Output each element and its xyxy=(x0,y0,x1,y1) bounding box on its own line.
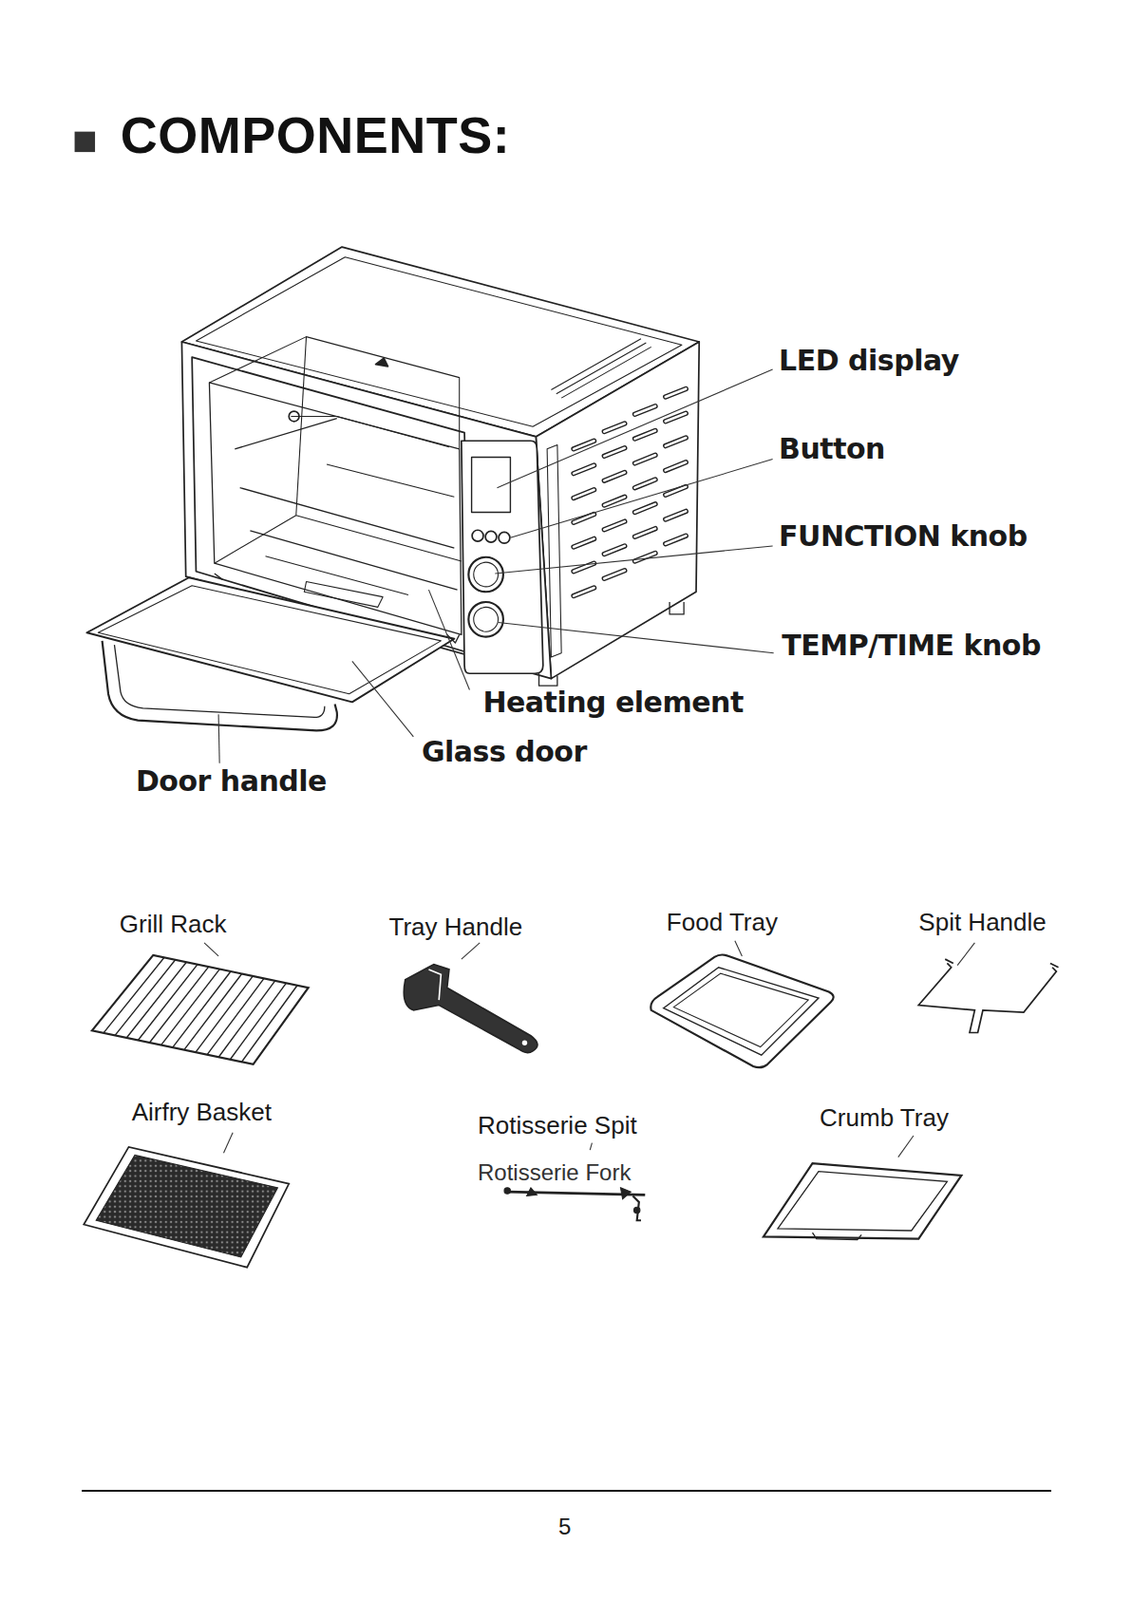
vent-slot xyxy=(665,437,686,447)
vent-slot xyxy=(665,388,686,397)
vent-slot xyxy=(573,538,594,548)
vent-slot xyxy=(635,504,656,513)
rack-wire xyxy=(229,982,286,1059)
vent-slot xyxy=(635,430,656,439)
rack-wire xyxy=(137,964,198,1041)
callout-label: Button xyxy=(778,433,886,467)
vent-slot xyxy=(603,521,624,530)
vent-slot xyxy=(573,538,594,548)
vent-slot xyxy=(635,479,656,489)
vent-slot xyxy=(603,496,624,506)
part-label: Spit Handle xyxy=(918,908,1046,938)
vent-slot xyxy=(603,423,624,433)
vent-slot xyxy=(665,510,686,520)
vent-slot xyxy=(573,490,594,499)
vent-slot xyxy=(603,423,624,433)
part-label: Airfry Basket xyxy=(132,1098,272,1128)
vent-slot xyxy=(573,465,594,474)
callout-label: FUNCTION knob xyxy=(778,520,1028,554)
vent-slot xyxy=(573,587,594,597)
vent-slot xyxy=(573,465,594,474)
side-vents xyxy=(573,388,686,596)
vent-slot xyxy=(665,388,686,397)
spit-handle xyxy=(918,959,1058,1033)
vent-slot xyxy=(665,510,686,520)
page-number: 5 xyxy=(558,1513,571,1541)
part-label: Food Tray xyxy=(666,908,778,938)
callout-label: Heating element xyxy=(482,686,743,720)
vent-slot xyxy=(603,472,624,482)
vent-slot xyxy=(603,448,624,457)
vent-slot xyxy=(603,496,624,506)
callout-label: LED display xyxy=(778,344,960,378)
rack-wire xyxy=(218,981,275,1057)
part-label: Rotisserie Spit xyxy=(477,1112,638,1141)
vent-slot xyxy=(603,448,624,457)
grill-rack xyxy=(92,955,309,1065)
vent-slot xyxy=(665,535,686,545)
part-label: Crumb Tray xyxy=(819,1104,949,1133)
callout-label: Door handle xyxy=(135,765,327,799)
tray-handle xyxy=(403,964,538,1054)
vent-slot xyxy=(635,430,656,439)
vent-slot xyxy=(603,521,624,530)
part-label: Grill Rack xyxy=(119,910,227,940)
vent-slot xyxy=(665,462,686,472)
vent-slot xyxy=(635,406,656,416)
rack-wire xyxy=(126,962,187,1038)
vent-slot xyxy=(665,535,686,545)
rack-wire xyxy=(114,960,176,1037)
vent-slot xyxy=(635,406,656,416)
vent-slot xyxy=(665,437,686,447)
part-label: Rotisserie Fork xyxy=(477,1159,631,1187)
callout-label: Glass door xyxy=(421,735,587,770)
airfry-basket xyxy=(83,1147,289,1268)
food-tray xyxy=(650,955,833,1069)
leader-lines xyxy=(204,369,975,1158)
crumb-tray xyxy=(763,1163,962,1241)
vent-slot xyxy=(573,490,594,499)
vent-slot xyxy=(635,528,656,538)
vent-slot xyxy=(603,546,624,555)
rack-wire xyxy=(161,969,221,1046)
page-title: COMPONENTS: xyxy=(120,105,511,165)
part-label: Tray Handle xyxy=(389,913,524,943)
vent-slot xyxy=(635,454,656,464)
vent-slot xyxy=(635,552,656,562)
vent-slot xyxy=(635,528,656,538)
vent-slot xyxy=(635,454,656,464)
rack-wire xyxy=(103,957,165,1034)
vent-slot xyxy=(603,472,624,482)
vent-slot xyxy=(603,570,624,580)
callout-label: TEMP/TIME knob xyxy=(781,629,1041,663)
vent-slot xyxy=(573,587,594,597)
title-bullet xyxy=(75,132,95,152)
rack-wire xyxy=(149,966,208,1043)
vent-slot xyxy=(635,552,656,562)
oven-body xyxy=(86,246,699,731)
vent-slot xyxy=(635,479,656,489)
vent-slot xyxy=(635,504,656,513)
rack-wire xyxy=(242,985,298,1063)
vent-slot xyxy=(603,546,624,555)
vent-slot xyxy=(603,570,624,580)
footer-rule xyxy=(81,1490,1052,1492)
vent-slot xyxy=(665,462,686,472)
rack-wire xyxy=(172,971,231,1048)
rotisserie-spit xyxy=(504,1188,645,1221)
